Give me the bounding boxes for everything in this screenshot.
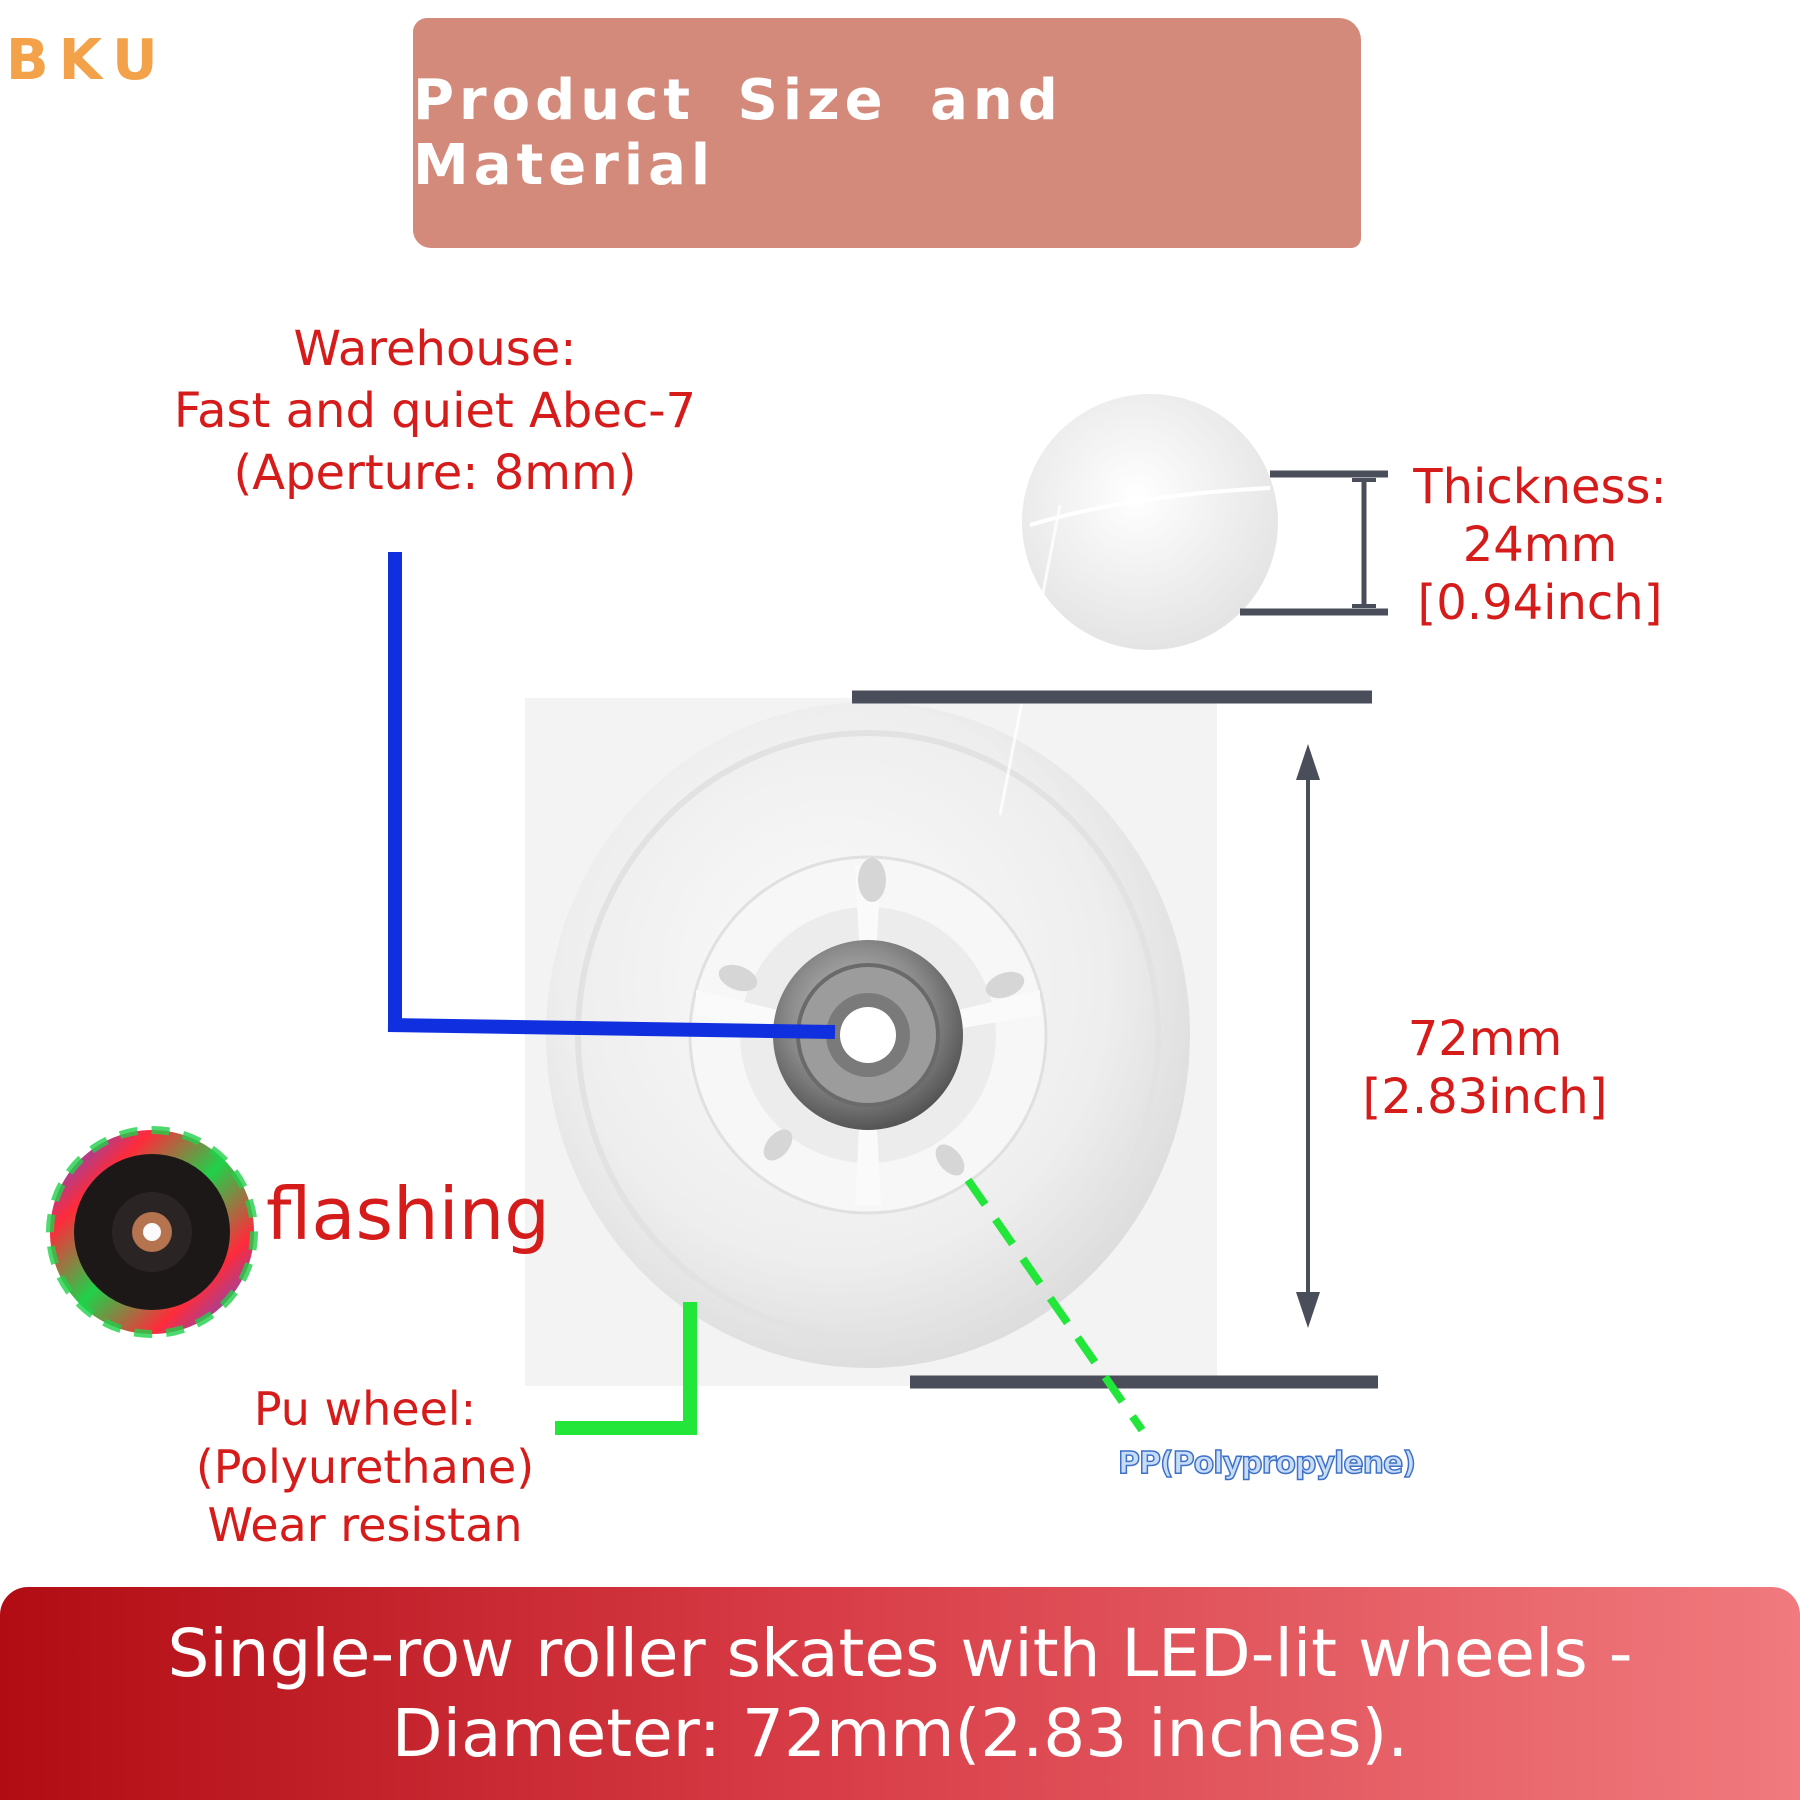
diameter-label-line-2: [2.83inch] [1362,1069,1608,1125]
pp-pointer [964,1177,1146,1433]
thickness-label-line-3: [0.94inch] [1417,575,1663,631]
header-banner: Product Size and Material [413,18,1361,248]
led-wheel [46,1126,258,1338]
pu-wheel-pointer [555,1302,697,1435]
bearing-label-line-2: Fast and quiet Abec-7 [173,383,697,439]
pp-label: PP(Polypropylene) [1117,1445,1417,1482]
logo-letter-k: K [58,28,113,93]
main-wheel [546,702,1190,1368]
thickness-label-line-1: Thickness: [1413,459,1667,515]
bottom-banner: Single-row roller skates with LED-lit wh… [0,1587,1800,1800]
pu-wheel-label-line-3: Wear resistan [207,1498,523,1552]
pu-wheel-label-line-2: (Polyurethane) [195,1440,535,1494]
banner-line-2: Diameter: 72mm(2.83 inches). [391,1694,1409,1772]
bearing-label-line-3: (Aperture: 8mm) [233,445,637,501]
thickness-dimension [1240,470,1388,616]
brand-logo: BKU [6,28,168,93]
diameter-dimension [852,690,1378,1389]
logo-letter-b: B [6,28,59,93]
bearing-pointer [387,552,836,1039]
banner-line-1: Single-row roller skates with LED-lit wh… [167,1614,1633,1692]
diameter-label: 72mm [2.83inch] [1340,1010,1630,1126]
banner-text: Single-row roller skates with LED-lit wh… [80,1614,1720,1774]
bearing-label-line-1: Warehouse: [293,321,577,377]
bearing-label: Warehouse: Fast and quiet Abec-7 (Apertu… [140,318,730,504]
page-title: Product Size and Material [413,68,1063,198]
thickness-label: Thickness: 24mm [0.94inch] [1395,458,1685,632]
pu-wheel-label-line-1: Pu wheel: [253,1382,477,1436]
diameter-label-line-1: 72mm [1407,1011,1563,1067]
flashing-label: flashing [266,1172,550,1256]
thickness-label-line-2: 24mm [1462,517,1618,573]
logo-letter-u: U [112,28,168,93]
pu-wheel-label: Pu wheel: (Polyurethane) Wear resistan [160,1380,570,1554]
side-view-wheel [998,394,1278,816]
